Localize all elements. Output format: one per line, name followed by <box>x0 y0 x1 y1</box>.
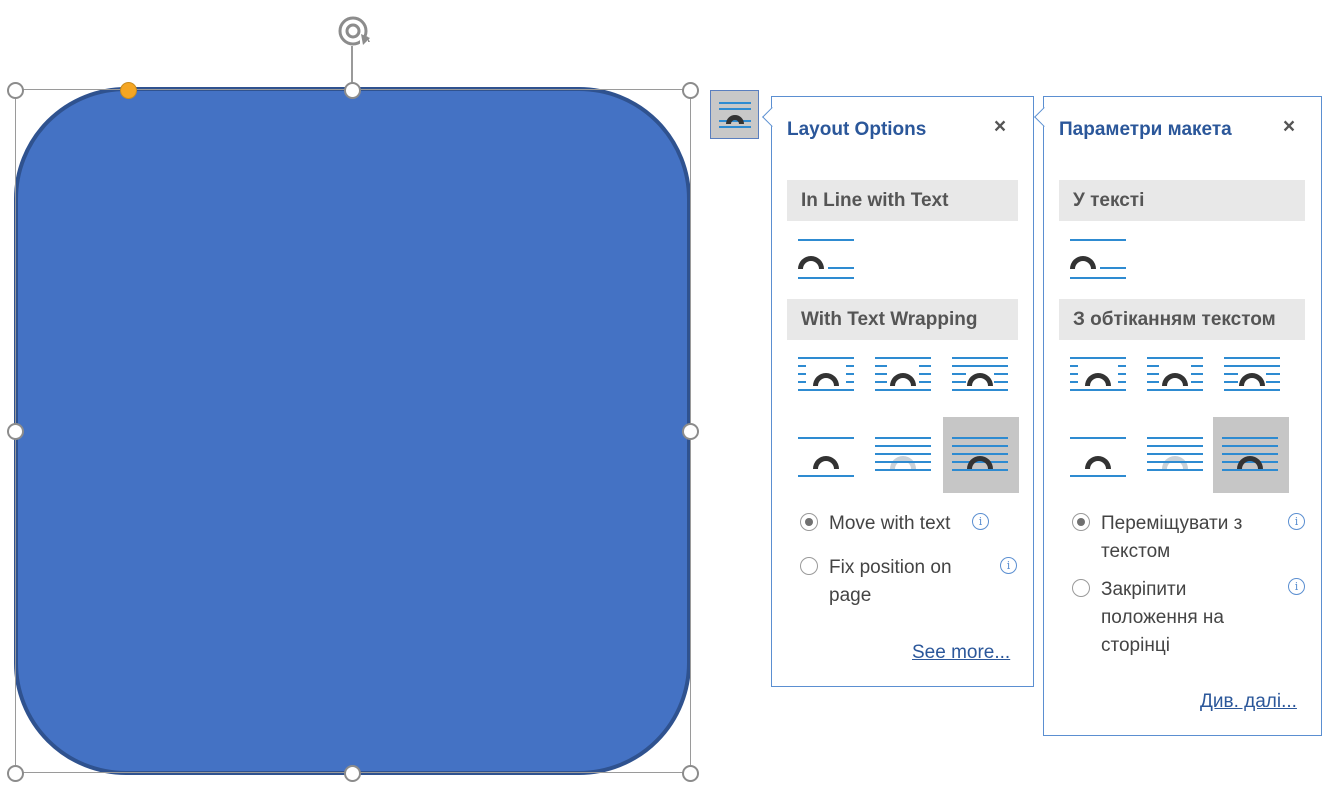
inline-section-header: У тексті <box>1059 180 1305 221</box>
inline-section-header: In Line with Text <box>787 180 1018 221</box>
radio-label: Закріпити положення на сторінці <box>1101 579 1224 656</box>
wrap-square-icon[interactable] <box>789 345 865 421</box>
resize-handle-bottom[interactable] <box>343 764 361 782</box>
wrap-inline-icon[interactable] <box>789 227 865 303</box>
info-icon[interactable]: i <box>972 513 989 530</box>
panel-title: Layout Options <box>787 119 927 140</box>
radio-fix-position[interactable] <box>800 557 818 575</box>
wrap-square-icon[interactable] <box>1061 345 1137 421</box>
radio-fix-position[interactable] <box>1072 579 1090 597</box>
move-with-text-option[interactable]: Переміщувати з текстом <box>1072 510 1272 570</box>
rotate-icon[interactable] <box>334 12 372 50</box>
radio-label: Move with text <box>829 513 951 534</box>
info-icon[interactable]: i <box>1000 557 1017 574</box>
panel-pointer <box>762 107 782 127</box>
wrap-top-bottom-icon[interactable] <box>789 417 865 493</box>
wrap-top-bottom-icon[interactable] <box>1061 417 1137 493</box>
resize-handle-left[interactable] <box>6 422 24 440</box>
fix-position-option[interactable]: Закріпити положення на сторінці <box>1072 576 1272 666</box>
resize-handle-right[interactable] <box>681 422 699 440</box>
info-icon[interactable]: i <box>1288 513 1305 530</box>
rounded-rectangle-shape[interactable] <box>14 87 691 775</box>
adjustment-handle[interactable] <box>119 81 137 99</box>
resize-handle-top-left[interactable] <box>6 81 24 99</box>
panel-title: Параметри макета <box>1059 119 1232 140</box>
move-with-text-option[interactable]: Move with text <box>800 510 1030 540</box>
fix-position-option[interactable]: Fix position on page <box>800 554 1000 614</box>
close-icon[interactable]: × <box>1282 115 1296 138</box>
resize-handle-bottom-left[interactable] <box>6 764 24 782</box>
wrap-behind-text-icon[interactable] <box>866 417 942 493</box>
close-icon[interactable]: × <box>993 115 1007 138</box>
layout-options-icon <box>718 101 751 128</box>
wrap-tight-icon[interactable] <box>866 345 942 421</box>
radio-move-with-text[interactable] <box>800 513 818 531</box>
see-more-link[interactable]: Див. далі... <box>1200 691 1297 712</box>
wrap-inline-icon[interactable] <box>1061 227 1137 303</box>
layout-options-button[interactable] <box>710 90 759 139</box>
see-more-link[interactable]: See more... <box>912 642 1011 663</box>
info-icon[interactable]: i <box>1288 578 1305 595</box>
wrap-in-front-icon[interactable] <box>943 417 1019 493</box>
resize-handle-top[interactable] <box>343 81 361 99</box>
radio-label: Переміщувати з текстом <box>1101 513 1243 562</box>
radio-label: Fix position on page <box>829 557 952 606</box>
panel-pointer <box>1034 107 1054 127</box>
layout-options-panel-en: Layout Options × In Line with Text With … <box>762 96 1034 687</box>
resize-handle-bottom-right[interactable] <box>681 764 699 782</box>
radio-move-with-text[interactable] <box>1072 513 1090 531</box>
resize-handle-top-right[interactable] <box>681 81 699 99</box>
wrap-tight-icon[interactable] <box>1138 345 1214 421</box>
wrap-behind-text-icon[interactable] <box>1138 417 1214 493</box>
wrap-in-front-icon[interactable] <box>1213 417 1289 493</box>
wrap-through-icon[interactable] <box>943 345 1019 421</box>
wrapping-section-header: З обтіканням текстом <box>1059 299 1305 340</box>
rotation-stem <box>351 46 353 90</box>
wrapping-section-header: With Text Wrapping <box>787 299 1018 340</box>
wrap-through-icon[interactable] <box>1215 345 1291 421</box>
layout-options-panel-ua: Параметри макета × У тексті З обтіканням… <box>1034 96 1322 736</box>
